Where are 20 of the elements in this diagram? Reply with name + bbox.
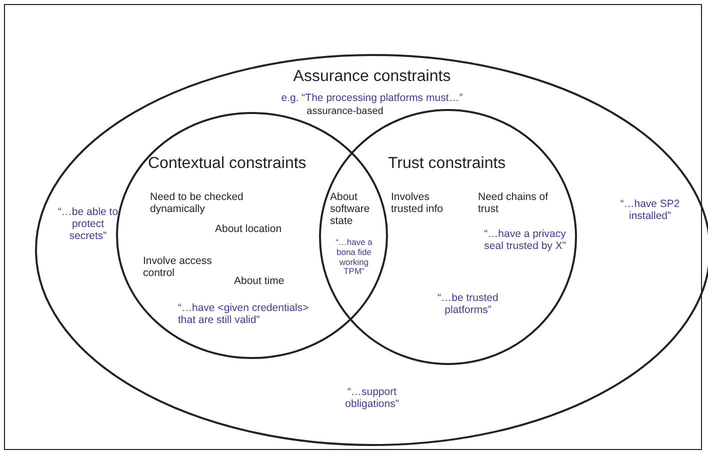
constraint-set-ellipse	[117, 113, 387, 358]
example-quote: “…have a privacy seal trusted by X”	[483, 228, 567, 252]
constraint-heading: Trust constraints	[388, 155, 507, 174]
property-text: About location	[215, 223, 283, 236]
property-text: About software state	[330, 191, 371, 228]
example-quote: “…be trusted platforms”	[436, 292, 500, 316]
example-quote: “…have <given credentials> that are still valid”	[178, 302, 310, 326]
relation-text: assurance-based	[306, 106, 384, 118]
property-text: Involve access control	[143, 255, 213, 280]
property-text: Involves trusted info	[391, 191, 444, 216]
example-quote: e.g. “The processing platforms must…”	[280, 92, 464, 104]
constraint-heading: Contextual constraints	[148, 155, 308, 174]
example-quote: “…have SP2 installed”	[619, 198, 681, 222]
example-quote: “…support obligations”	[344, 386, 400, 410]
property-text: Need to be checked dynamically	[150, 191, 244, 216]
constraint-heading: Assurance constraints	[292, 68, 452, 86]
example-quote: “…have a bona fide working TPM”	[334, 238, 374, 278]
property-text: About time	[234, 275, 286, 288]
example-quote: “…be able to protect secrets”	[56, 206, 120, 242]
property-text: Need chains of trust	[478, 191, 550, 216]
